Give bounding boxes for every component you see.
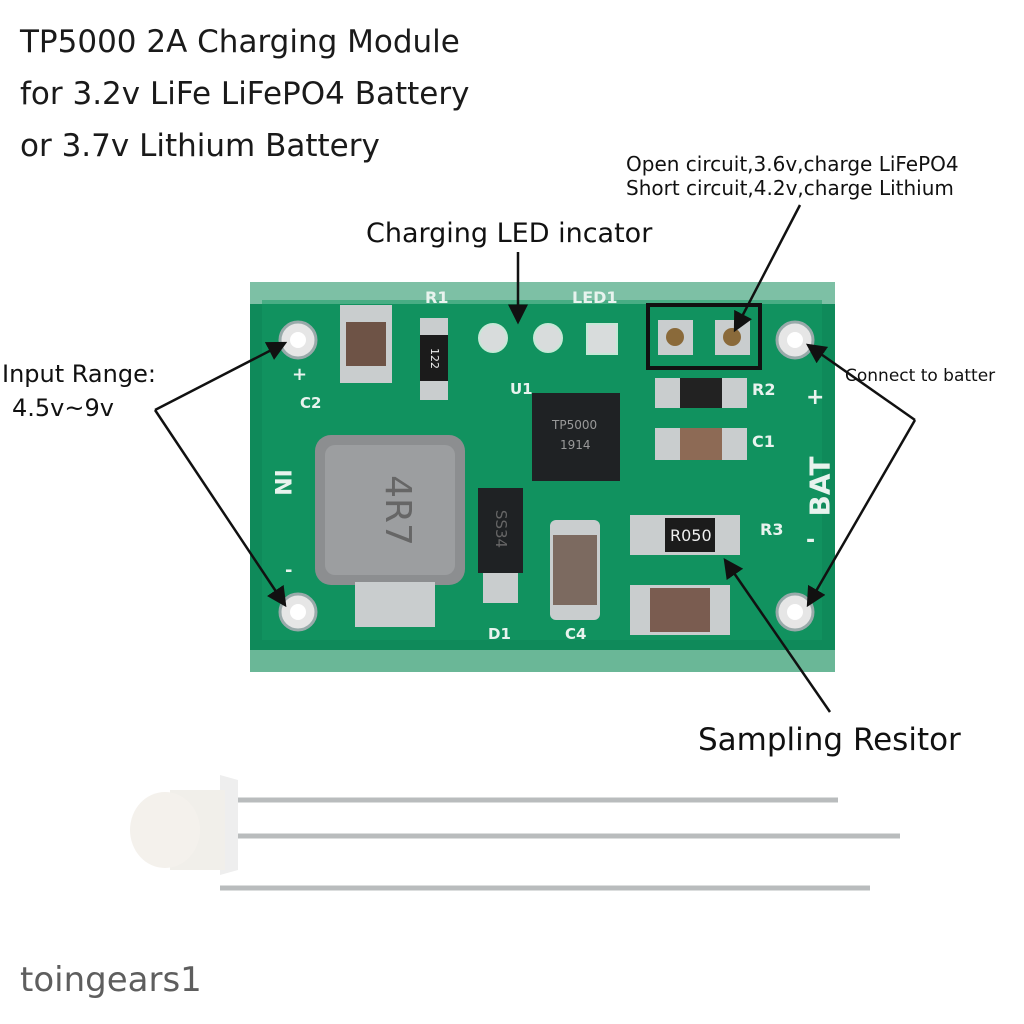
battery-label: Connect to batter [845,366,996,386]
jumper-note-short: Short circuit,4.2v,charge Lithium [626,176,954,200]
chip-code: 1914 [560,438,591,452]
silk-bat: BAT [803,456,837,517]
tp5000-chip [532,393,620,481]
bicolor-led [130,775,900,891]
silk-r3: R3 [760,520,784,539]
r1-marking: 122 [428,348,441,369]
annotation-arrows [153,204,917,713]
silk-d1: D1 [488,625,511,643]
silk-c4: C4 [565,625,587,643]
title-line-3: or 3.7v Lithium Battery [20,128,380,164]
watermark: toingears1 [20,960,202,1000]
diode-ss34 [478,488,523,573]
led-indicator-label: Charging LED incator [366,218,653,249]
silk-bat-plus: + [806,385,825,410]
pcb-edge-bottom [250,650,835,672]
input-range-value: 4.5v~9v [12,394,114,422]
led-pads [478,323,618,355]
title-line-2: for 3.2v LiFe LiFePO4 Battery [20,76,470,112]
title-line-1: TP5000 2A Charging Module [20,24,460,60]
silk-led1: LED1 [572,288,618,307]
silk-in-minus: - [285,560,293,581]
pcb-edge [250,282,835,304]
silk-u1: U1 [510,380,533,398]
silk-in: IN [268,469,294,496]
silk-r2: R2 [752,380,776,399]
input-range-label: Input Range: [2,360,156,388]
voltage-jumper-box [646,303,762,370]
silk-c2: C2 [300,394,322,412]
jumper-note-open: Open circuit,3.6v,charge LiFePO4 [626,152,959,176]
sampling-resistor-label: Sampling Resitor [698,722,961,758]
silk-in-plus: + [292,364,308,385]
sense-resistor-marking: R050 [670,526,712,545]
silk-bat-minus: - [806,528,816,553]
silk-r1: R1 [425,288,449,307]
chip-marking: TP5000 [552,418,598,432]
silk-c1: C1 [752,432,775,451]
inductor-marking: 4R7 [376,475,418,546]
diode-marking: SS34 [492,509,511,549]
